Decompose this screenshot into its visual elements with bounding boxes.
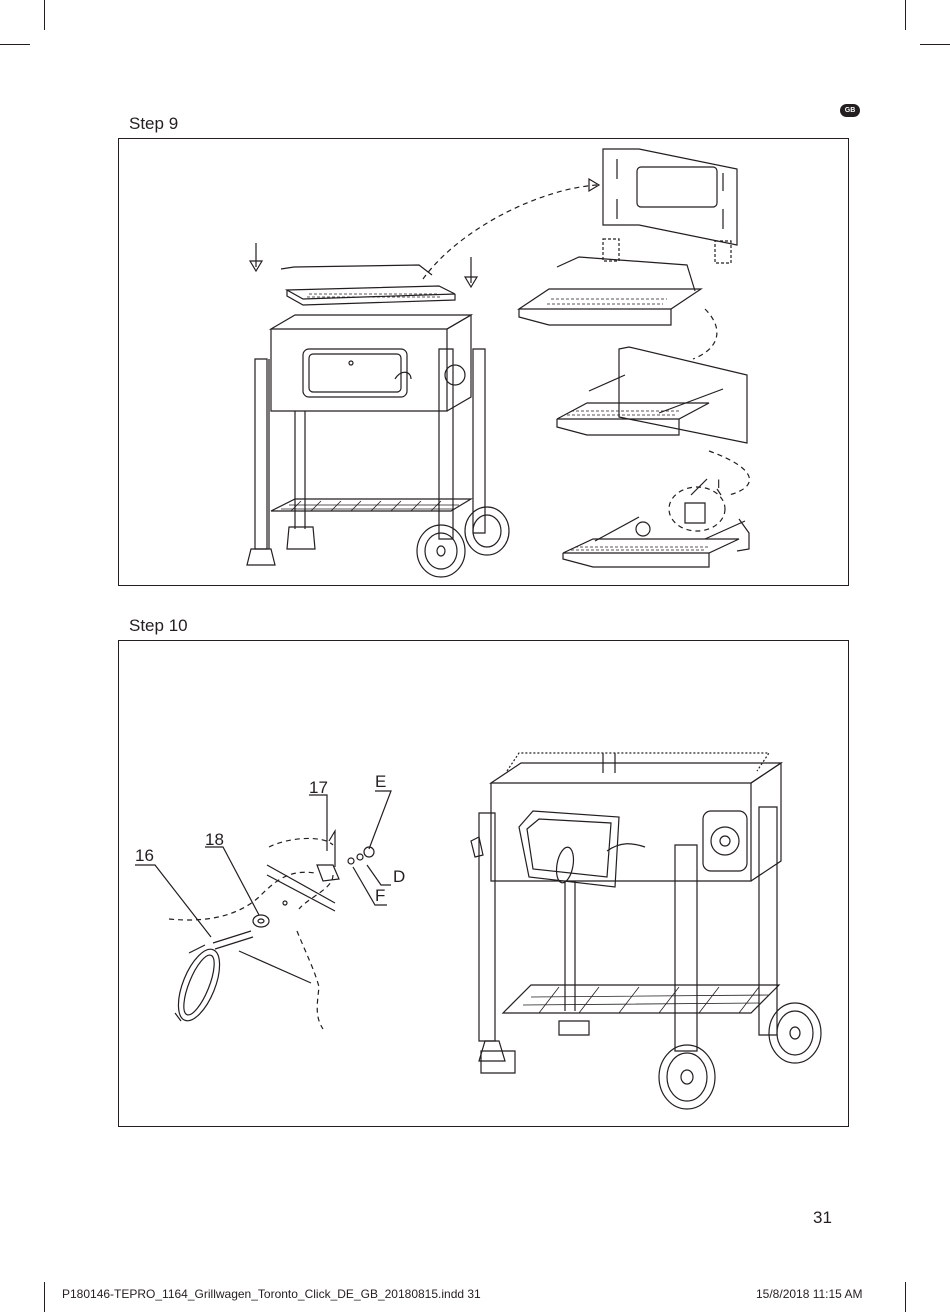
callout-i: I bbox=[717, 477, 720, 491]
callout-f: F bbox=[375, 886, 385, 905]
callout-d: D bbox=[393, 867, 405, 886]
step-9-title: Step 9 bbox=[129, 114, 179, 133]
crop-mark bbox=[44, 1282, 45, 1312]
callout-17: 17 bbox=[309, 778, 328, 797]
crop-mark bbox=[920, 44, 950, 45]
step-10-illustration: 16 18 17 E D F bbox=[135, 752, 822, 1110]
callout-18: 18 bbox=[205, 830, 224, 849]
step-9-panel: I bbox=[118, 138, 849, 586]
step-9-illustration: I bbox=[246, 148, 751, 578]
footer-timestamp: 15/8/2018 11:15 AM bbox=[756, 1287, 863, 1301]
callout-16: 16 bbox=[135, 846, 154, 865]
callout-e: E bbox=[375, 772, 386, 791]
step-10-title: Step 10 bbox=[129, 616, 188, 635]
crop-mark bbox=[905, 0, 906, 30]
page-number: 31 bbox=[813, 1208, 832, 1227]
crop-mark bbox=[905, 1282, 906, 1312]
language-badge: GB bbox=[840, 104, 860, 117]
step-10-panel: 16 18 17 E D F bbox=[118, 640, 849, 1127]
crop-mark bbox=[44, 0, 45, 30]
footer-file-name: P180146-TEPRO_1164_Grillwagen_Toronto_Cl… bbox=[62, 1287, 481, 1301]
crop-mark bbox=[0, 44, 30, 45]
